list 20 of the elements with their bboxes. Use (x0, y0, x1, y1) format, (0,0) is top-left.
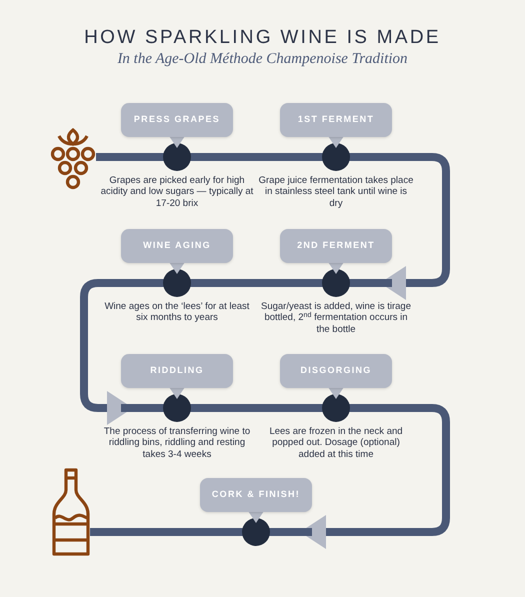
step-description: Sugar/yeast is added, wine is tirage bottled, 2$^{nd}$ fermentation occurs in the bottle (260, 301, 412, 336)
step-label: WINE AGING (121, 229, 233, 263)
step-label: CORK & FINISH! (200, 478, 312, 512)
step-description: The process of transferring wine to riddling bins, riddling and resting takes 3-4 weeks (102, 426, 252, 460)
step-label: PRESS GRAPES (121, 103, 233, 137)
track-line (233, 153, 280, 161)
step-description: Grape juice fermentation takes place in stainless steel tank until wine is dry (258, 175, 414, 210)
step-label: RIDDLING (121, 354, 233, 388)
step-description: Lees are frozen in the neck and popped out. Dosage (optional) added at this time (268, 426, 404, 460)
track-line (233, 279, 280, 287)
track-line (96, 153, 121, 161)
step-description: Wine ages on the ‘lees’ for at least six months to years (104, 301, 250, 324)
step-label: DISGORGING (280, 354, 392, 388)
step-label: 1ST FERMENT (280, 103, 392, 137)
title: HOW SPARKLING WINE IS MADE (84, 26, 441, 50)
track-line (233, 404, 280, 412)
step-description: Grapes are picked early for high acidity and low sugars — typically at 17-20 brix (100, 175, 254, 210)
step-label: 2ND FERMENT (280, 229, 392, 263)
track-line (90, 528, 200, 536)
subtitle: In the Age-Old Méthode Champenoise Tradition (117, 50, 408, 68)
